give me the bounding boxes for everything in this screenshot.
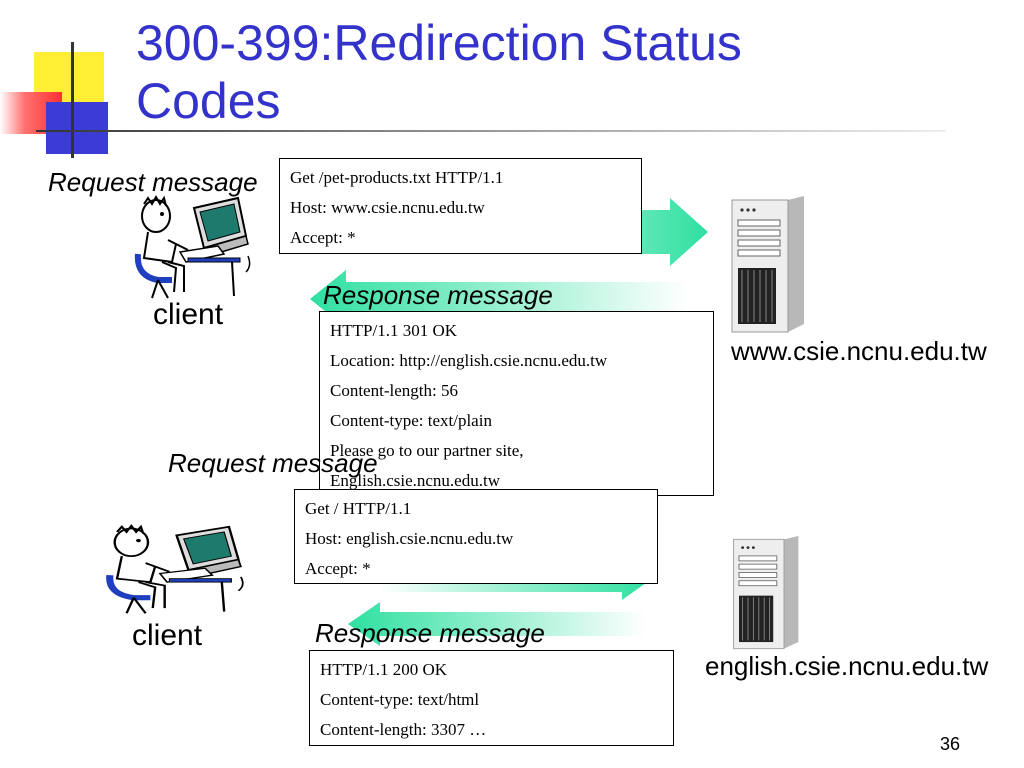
- response-label-2: Response message: [315, 618, 545, 648]
- decor-vertical-line: [71, 42, 74, 158]
- request-line: Get /pet-products.txt HTTP/1.1: [290, 168, 504, 187]
- response-line: Content-type: text/plain: [330, 411, 492, 430]
- response-line: Content-type: text/html: [320, 690, 480, 709]
- request-line: Host: www.csie.ncnu.edu.tw: [290, 198, 485, 217]
- response-line: Content-length: 56: [330, 381, 458, 400]
- response-box-2: HTTP/1.1 200 OK Content-type: text/html …: [309, 650, 674, 746]
- request-line: Accept: *: [290, 228, 356, 247]
- response-arrow-left-2: [348, 602, 646, 646]
- page-number: 36: [940, 734, 961, 754]
- request-box-1: Get /pet-products.txt HTTP/1.1 Host: www…: [279, 158, 642, 254]
- client-label-2: client: [132, 619, 203, 652]
- request-line: Host: english.csie.ncnu.edu.tw: [305, 529, 514, 548]
- response-line: Please go to our partner site,: [330, 441, 524, 460]
- server-icon-2: [733, 536, 799, 650]
- request-label-1: Request message: [48, 167, 258, 197]
- decor-blue-square: [46, 102, 108, 154]
- server-label-2: english.csie.ncnu.edu.tw: [705, 651, 989, 681]
- request-box-2: Get / HTTP/1.1 Host: english.csie.ncnu.e…: [294, 489, 658, 584]
- client-computer-icon-2: [106, 524, 244, 614]
- title-underline: [36, 130, 946, 132]
- request-line: Accept: *: [305, 559, 371, 578]
- request-line: Get / HTTP/1.1: [305, 499, 412, 518]
- server-icon-1: [731, 196, 804, 333]
- response-line: Location: http://english.csie.ncnu.edu.t…: [330, 351, 608, 370]
- response-line: HTTP/1.1 301 OK: [330, 321, 458, 340]
- response-line: Content-length: 3307 …: [320, 720, 487, 739]
- client-computer-icon-1: [134, 194, 251, 299]
- response-line: HTTP/1.1 200 OK: [320, 660, 448, 679]
- response-line: English.csie.ncnu.edu.tw: [330, 471, 500, 490]
- client-label-1: client: [153, 298, 224, 331]
- request-label-2: Request message: [168, 448, 378, 478]
- slide-title: 300-399:Redirection Status Codes: [136, 15, 742, 129]
- server-label-1: www.csie.ncnu.edu.tw: [731, 336, 987, 366]
- response-label-1: Response message: [323, 280, 553, 310]
- response-box-1: HTTP/1.1 301 OK Location: http://english…: [319, 311, 714, 496]
